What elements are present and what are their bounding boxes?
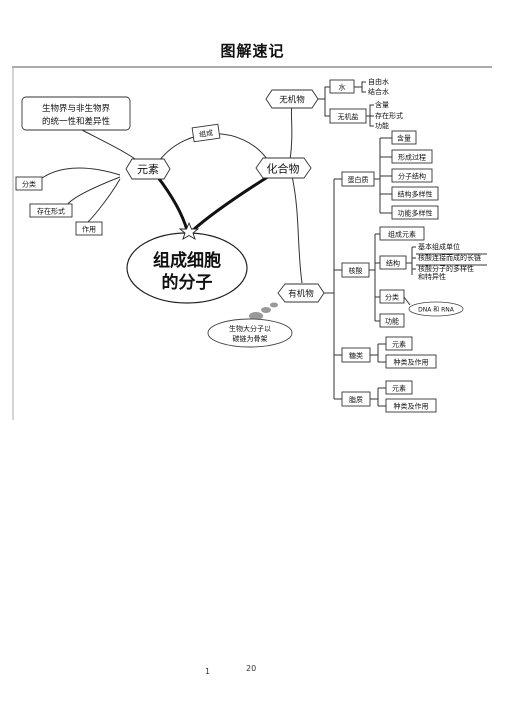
- elements-leaf-classify-label: 分类: [22, 180, 36, 189]
- elements-node: 元素: [125, 158, 171, 180]
- protein-node: 蛋白质: [341, 171, 375, 187]
- mind-map: 生物界与非生物界 的统一性和差异性 元素 分类 存在形式 作用 组成 化合物 组…: [12, 66, 492, 420]
- elements-leaf-form: 存在形式: [29, 203, 73, 218]
- elements-leaf-form-label: 存在形式: [37, 207, 65, 216]
- lipid-item-types: 种类及作用: [394, 402, 429, 411]
- nucleic-node: 核酸: [341, 262, 370, 278]
- water-node: 水: [329, 79, 355, 94]
- bubble-line1: 生物大分子以: [229, 324, 271, 333]
- footer-marker: 1: [205, 667, 211, 676]
- nucleic-composition-label: 组成元素: [388, 230, 416, 239]
- protein-item-function-diversity: 功能多样性: [398, 209, 433, 218]
- page-title: 图解速记: [220, 42, 285, 60]
- protein-item-diversity: 结构多样性: [398, 190, 433, 199]
- bubble-line2: 碳链为骨架: [233, 334, 268, 343]
- elements-note-line2: 的统一性和差异性: [42, 116, 111, 127]
- link-label-text: 组成: [199, 128, 214, 139]
- inorganic-node: 无机物: [265, 89, 319, 109]
- nucleic-classify-label: 分类: [385, 293, 399, 302]
- connector-lines: [41, 81, 487, 407]
- structure-item-diversity: 核酸分子的多样性: [418, 264, 474, 273]
- compounds-node: 化合物: [255, 157, 312, 179]
- nucleic-structure-label: 结构: [386, 259, 400, 268]
- lipid-node: 脂质: [341, 391, 371, 407]
- link-label: 组成: [191, 123, 221, 143]
- elements-leaf-classify: 分类: [15, 176, 43, 191]
- center-line1: 组成细胞: [153, 250, 221, 271]
- center-node: 组成细胞 的分子: [126, 221, 248, 304]
- center-line2: 的分子: [162, 272, 213, 293]
- protein-item-structure: 分子结构: [398, 172, 426, 181]
- protein-item: 功能多样性: [391, 205, 439, 220]
- nucleic-node-label: 核酸: [349, 266, 363, 275]
- salt-item-form: 存在形式: [375, 111, 403, 120]
- salt-node-label: 无机盐: [338, 112, 359, 121]
- sugar-item: 元素: [385, 336, 413, 351]
- salt-node: 无机盐: [329, 108, 367, 124]
- elements-leaf-role: 作用: [75, 221, 103, 236]
- nucleic-composition: 组成元素: [379, 226, 425, 241]
- compounds-node-label: 化合物: [267, 162, 300, 176]
- lipid-item-elements: 元素: [392, 384, 406, 393]
- water-item-free: 自由水: [368, 77, 389, 86]
- elements-leaf-role-label: 作用: [82, 225, 96, 234]
- water-node-label: 水: [339, 83, 346, 92]
- lipid-item: 元素: [385, 380, 413, 395]
- protein-item: 结构多样性: [391, 186, 439, 201]
- nucleic-structure: 结构: [379, 255, 407, 270]
- sugar-item-elements: 元素: [392, 340, 406, 349]
- protein-item-formation: 形成过程: [398, 153, 426, 162]
- protein-item: 分子结构: [391, 168, 433, 183]
- sugar-node-label: 糖类: [349, 351, 363, 360]
- structure-item-specificity: 和特异性: [418, 272, 446, 281]
- sugar-item-types: 种类及作用: [394, 358, 429, 367]
- nucleic-classify: 分类: [379, 289, 405, 304]
- dna-rna-bubble: DNA 和 RNA: [408, 301, 464, 317]
- protein-item: 形成过程: [391, 149, 433, 164]
- protein-node-label: 蛋白质: [348, 175, 369, 184]
- star-icon: [178, 221, 200, 240]
- organic-node-label: 有机物: [288, 289, 314, 300]
- protein-item: 含量: [391, 130, 417, 145]
- organic-node: 有机物: [277, 283, 325, 303]
- sugar-node: 糖类: [341, 347, 371, 363]
- lipid-item: 种类及作用: [385, 398, 437, 413]
- sugar-item: 种类及作用: [385, 354, 437, 369]
- elements-note-line1: 生物界与非生物界: [42, 103, 111, 114]
- nucleic-function-label: 功能: [385, 317, 399, 326]
- protein-item-content: 含量: [397, 134, 411, 143]
- elements-node-label: 元素: [137, 163, 159, 176]
- water-item-bound: 结合水: [368, 87, 389, 96]
- structure-item-unit: 基本组成单位: [418, 242, 460, 251]
- elements-note: 生物界与非生物界 的统一性和差异性: [21, 96, 131, 131]
- page-number: 20: [246, 664, 257, 673]
- lipid-node-label: 脂质: [349, 395, 363, 404]
- nucleic-function: 功能: [379, 313, 405, 328]
- dna-rna-label: DNA 和 RNA: [418, 306, 455, 314]
- salt-item-content: 含量: [375, 100, 389, 109]
- inorganic-node-label: 无机物: [279, 95, 305, 106]
- structure-item-chain: 核酸连接而成的长链: [418, 253, 481, 262]
- salt-item-function: 功能: [375, 121, 389, 130]
- organic-thought-bubble: 生物大分子以 碳链为骨架: [207, 302, 293, 348]
